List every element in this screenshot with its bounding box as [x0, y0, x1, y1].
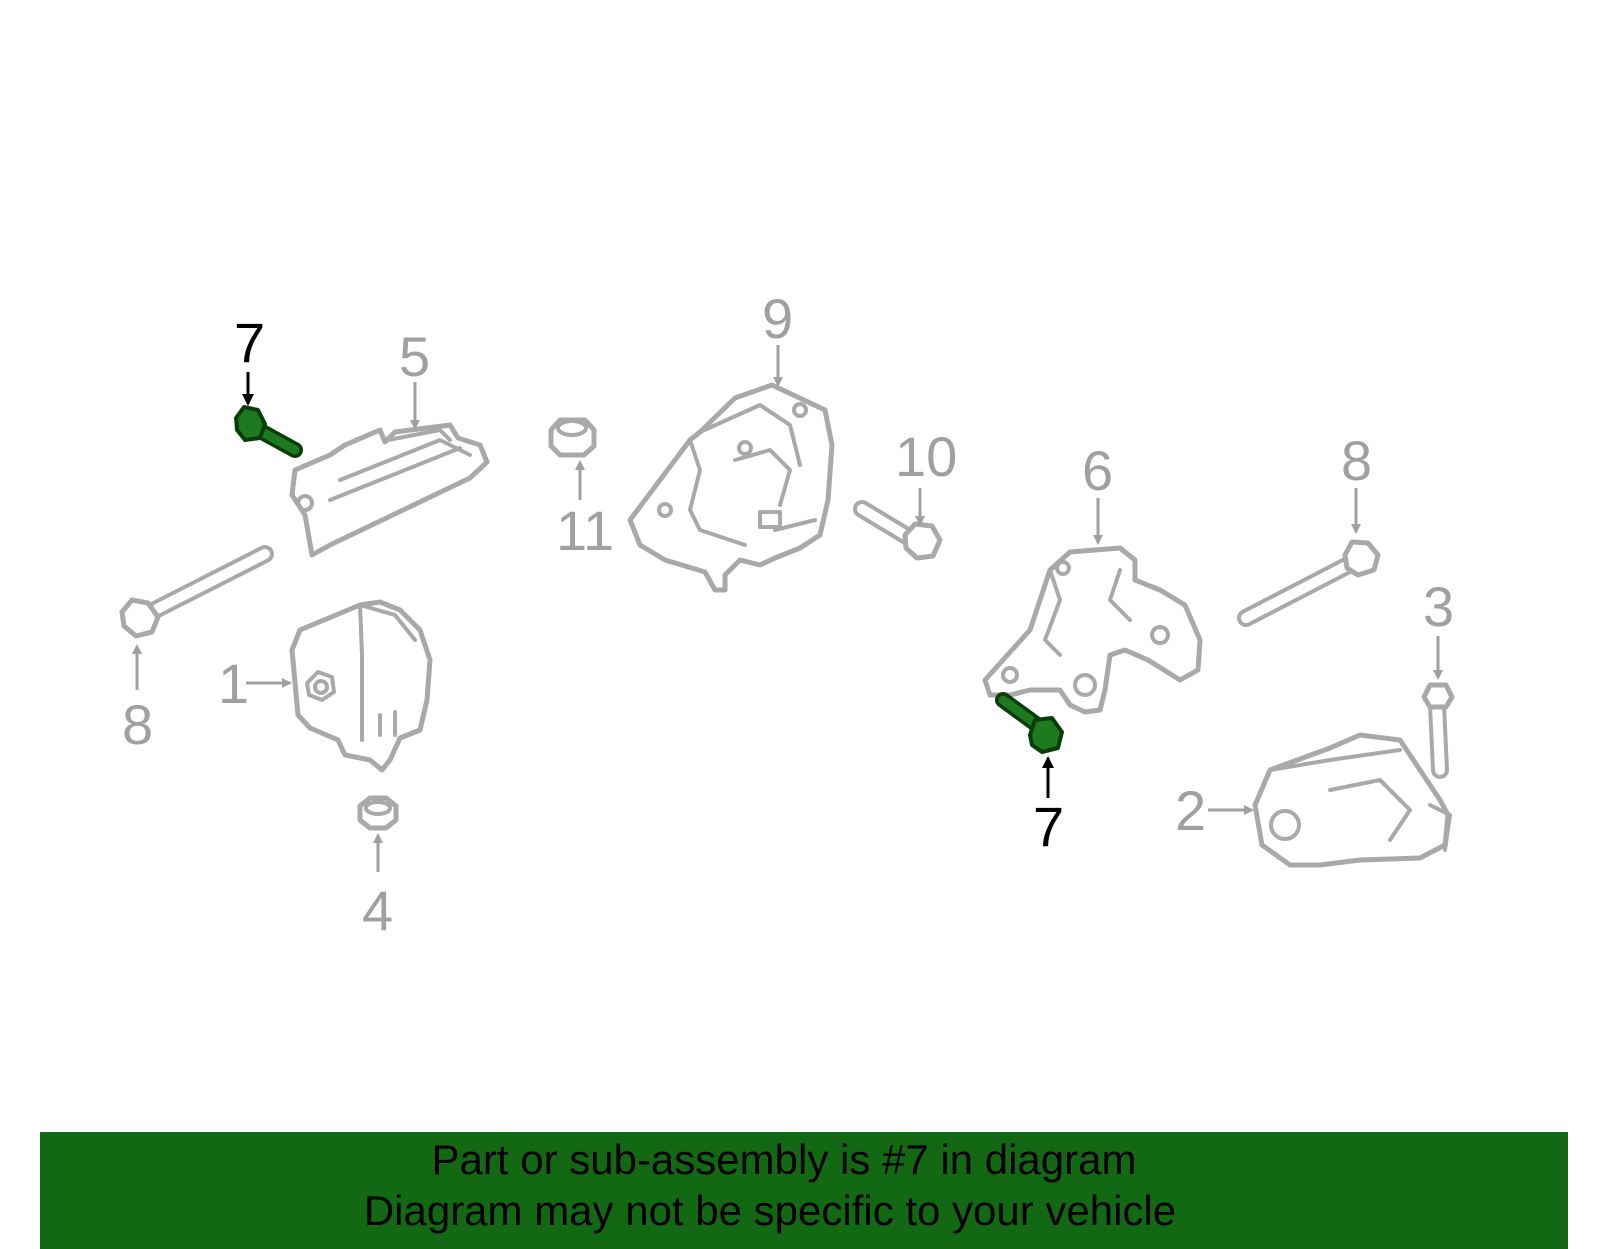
part-5-mount-bracket: [289, 422, 490, 558]
part-8-long-bolt-left: [119, 545, 274, 639]
part-10-bolt: [853, 500, 943, 561]
info-banner: Part or sub-assembly is #7 in diagram Di…: [40, 1132, 1568, 1249]
callout-2: 2: [1175, 779, 1206, 842]
callout-8-right: 8: [1341, 429, 1372, 492]
callout-3: 3: [1423, 575, 1454, 638]
part-7-bolt-highlighted-right: [995, 692, 1064, 754]
part-7-bolt-highlighted-left: [234, 405, 303, 458]
callout-labels: 7 5 8 1 4 11 9 10 6 8 3 2 7: [122, 287, 1454, 942]
banner-line-part-number: Part or sub-assembly is #7 in diagram: [431, 1136, 1137, 1183]
part-6-bracket: [982, 545, 1203, 715]
callout-6: 6: [1082, 439, 1113, 502]
callout-leaders: [132, 345, 1443, 872]
part-4-nut: [357, 795, 399, 831]
part-11-nut: [548, 417, 597, 458]
callout-10: 10: [895, 425, 957, 488]
callout-7-top-left: 7: [234, 311, 265, 374]
part-1-engine-mount: [289, 599, 433, 773]
part-8-long-bolt-right: [1237, 539, 1381, 627]
callout-8-left: 8: [122, 693, 153, 756]
callout-7-right: 7: [1033, 795, 1064, 858]
callout-4: 4: [362, 879, 393, 942]
banner-line-disclaimer: Diagram may not be specific to your vehi…: [363, 1187, 1177, 1234]
callout-1: 1: [218, 652, 249, 715]
callout-11: 11: [556, 499, 614, 562]
callout-9: 9: [762, 287, 793, 350]
part-9-transmission-bracket: [627, 382, 835, 593]
part-2-transmission-mount: [1252, 732, 1452, 868]
part-3-bolt: [1421, 682, 1455, 779]
callout-5: 5: [399, 325, 430, 388]
